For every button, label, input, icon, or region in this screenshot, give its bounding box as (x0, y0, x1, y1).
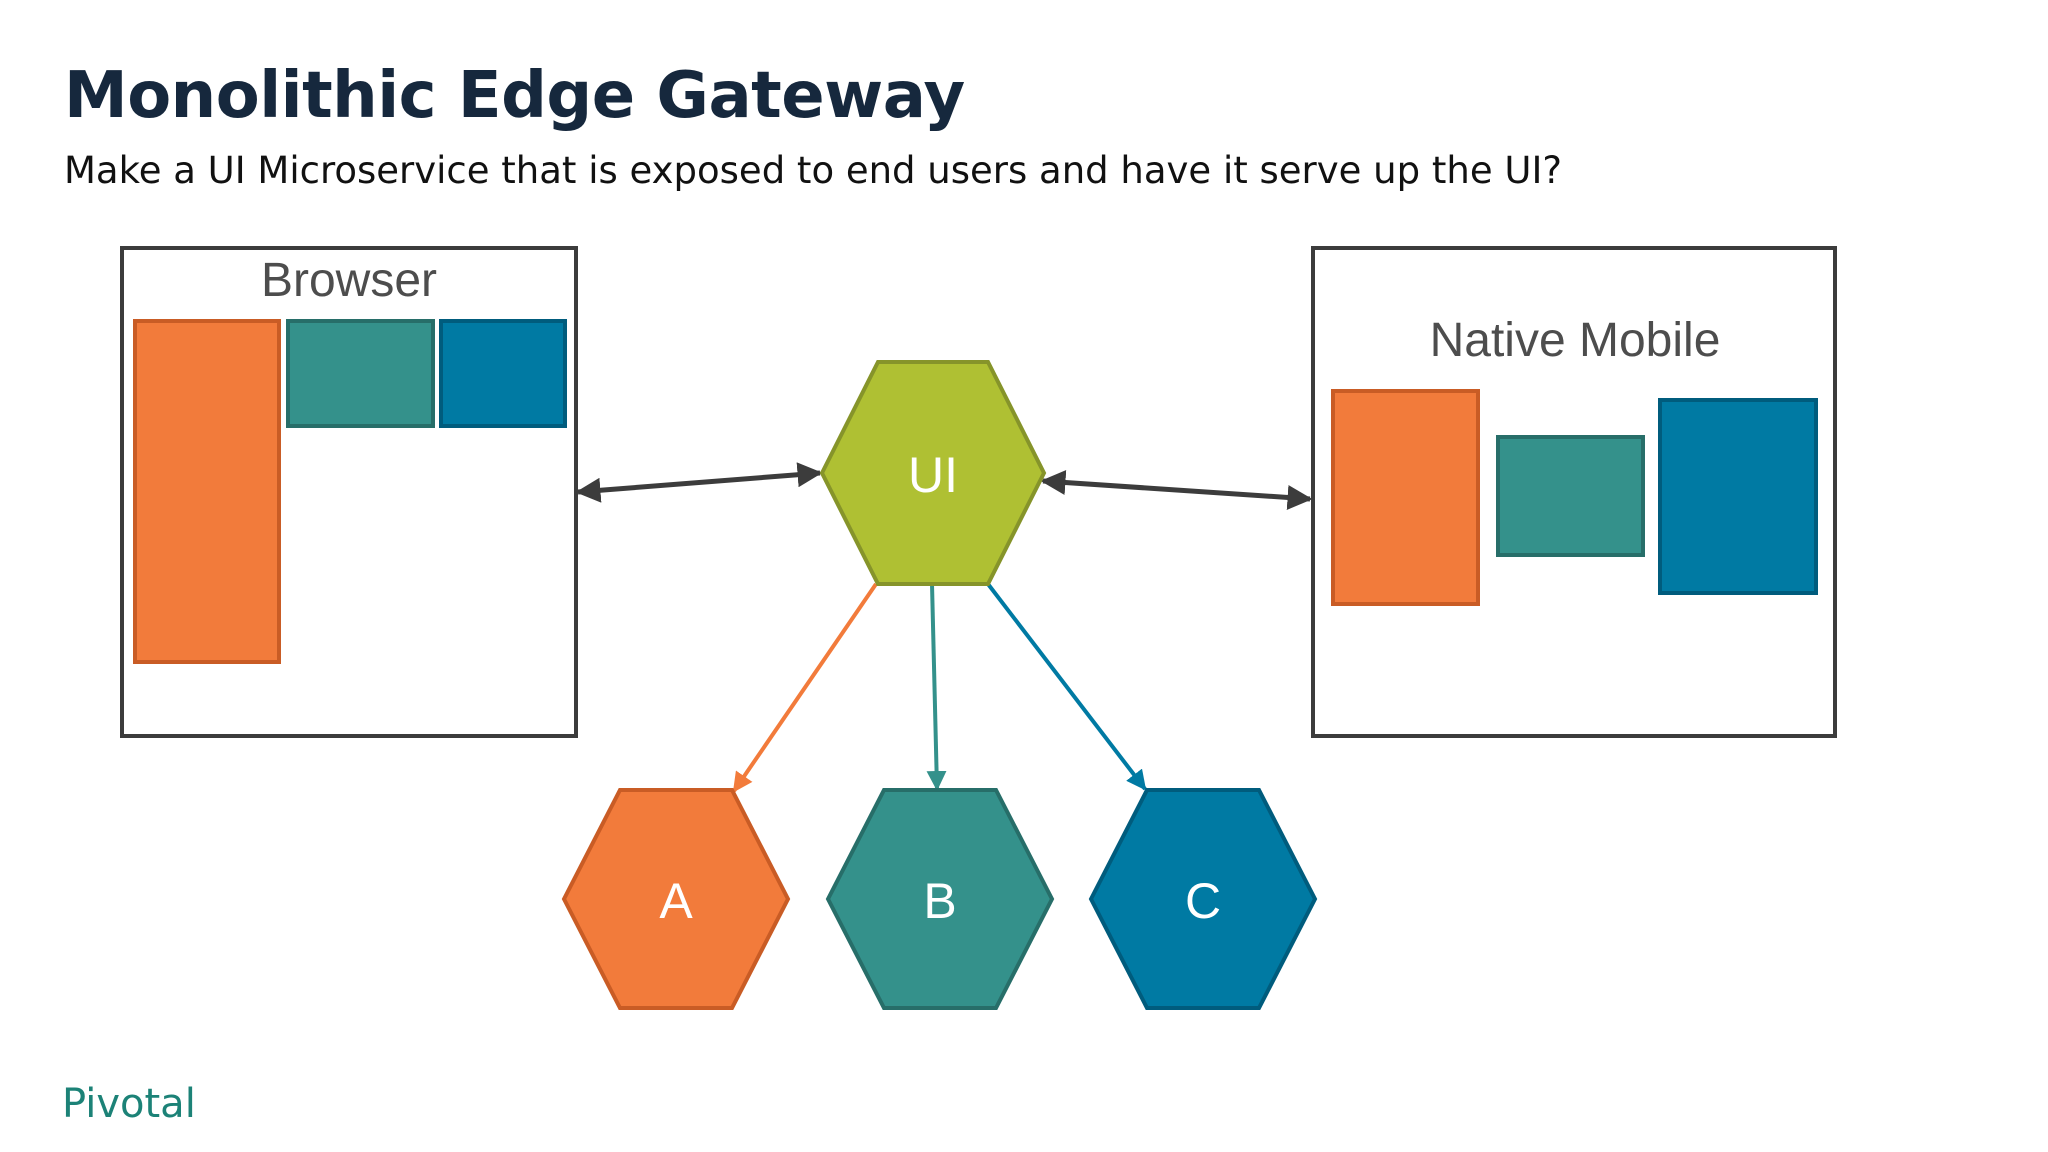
service-hexagon-b: B (825, 788, 1055, 1010)
ui-mobile-arrow (1040, 470, 1313, 510)
mobile-teal-panel (1496, 435, 1645, 557)
service-c-label: C (1185, 873, 1221, 929)
browser-blue-panel (439, 319, 567, 428)
browser-orange-panel (133, 319, 281, 664)
ui-to-c-arrow (986, 582, 1147, 791)
ui-hexagon: UI (819, 360, 1047, 586)
ui-hexagon-label: UI (908, 447, 958, 503)
browser-label: Browser (261, 254, 437, 307)
slide-subtitle: Make a UI Microservice that is exposed t… (64, 149, 1562, 192)
mobile-orange-panel (1331, 389, 1480, 606)
service-a-label: A (659, 873, 693, 929)
ui-to-a-arrow (732, 582, 878, 793)
native-mobile-box: Native Mobile (1311, 246, 1837, 738)
service-hexagon-a: A (561, 788, 791, 1010)
browser-box: Browser (120, 246, 578, 738)
browser-teal-panel (286, 319, 435, 428)
pivotal-logo: Pivotal (62, 1081, 196, 1127)
slide-title: Monolithic Edge Gateway (64, 59, 965, 133)
browser-ui-arrow (575, 462, 823, 503)
ui-to-b-arrow (926, 583, 947, 791)
native-mobile-label: Native Mobile (1430, 314, 1721, 367)
service-b-label: B (923, 873, 956, 929)
mobile-blue-panel (1658, 398, 1818, 595)
service-hexagon-c: C (1088, 788, 1318, 1010)
